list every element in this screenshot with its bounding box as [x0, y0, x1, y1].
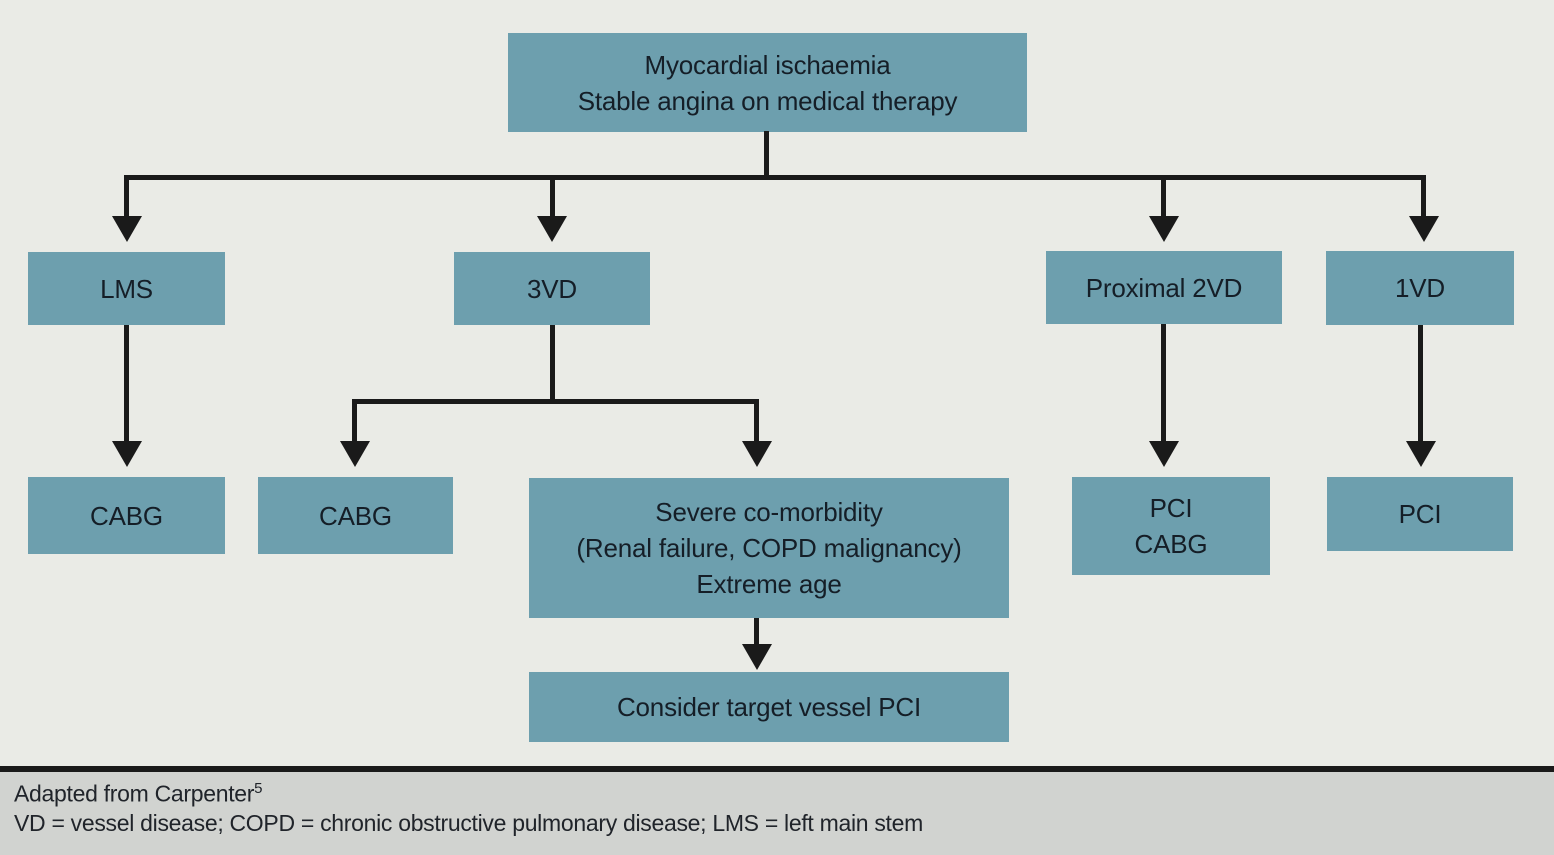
node-text-line: (Renal failure, COPD malignancy) — [576, 533, 962, 563]
connector-main-horizontal — [124, 175, 1426, 180]
node-lms: LMS — [28, 252, 225, 325]
arrowhead-to-proximal-2vd — [1149, 216, 1179, 242]
node-myocardial-ischaemia: Myocardial ischaemia Stable angina on me… — [508, 33, 1027, 132]
connector-prox2vd-to-pci-cabg — [1161, 324, 1166, 443]
footer-source-text: Adapted from Carpenter — [14, 780, 255, 807]
node-text-line: LMS — [100, 273, 153, 304]
connector-drop-3vd — [550, 179, 555, 217]
node-3vd: 3VD — [454, 252, 650, 325]
node-text-line: 1VD — [1395, 273, 1445, 303]
node-cabg-from-lms: CABG — [28, 477, 225, 554]
arrowhead-to-consider — [742, 644, 772, 670]
footer-divider-rule — [0, 766, 1554, 772]
node-text-line: Consider target vessel PCI — [616, 692, 922, 722]
connector-drop-1vd — [1421, 175, 1426, 217]
footer-source-line: Adapted from Carpenter5 — [14, 780, 263, 808]
node-text-line: Stable angina on medical therapy — [577, 85, 958, 116]
node-text-line: CABG — [1134, 529, 1208, 559]
node-text-line: Myocardial ischaemia — [644, 49, 891, 80]
node-proximal-2vd: Proximal 2VD — [1046, 251, 1282, 324]
node-cabg-from-3vd: CABG — [258, 477, 453, 554]
connector-root-stem — [764, 131, 769, 178]
node-text-line: PCI — [1149, 493, 1193, 523]
connector-severe-to-consider — [754, 618, 759, 646]
node-text-line: Severe co-morbidity — [655, 497, 883, 527]
arrowhead-to-cabg-3vd — [340, 441, 370, 467]
node-1vd: 1VD — [1326, 251, 1514, 325]
node-text-line: Extreme age — [696, 569, 842, 599]
arrowhead-to-3vd — [537, 216, 567, 242]
node-text-line: CABG — [319, 500, 392, 531]
arrowhead-to-lms — [112, 216, 142, 242]
footer-source-reference-number: 5 — [254, 780, 263, 797]
connector-drop-lms — [124, 179, 129, 217]
connector-3vd-horizontal — [352, 399, 759, 404]
arrowhead-to-pci-cabg — [1149, 441, 1179, 467]
connector-drop-proximal-2vd — [1161, 179, 1166, 217]
node-pci-cabg: PCI CABG — [1072, 477, 1270, 575]
connector-3vd-stem — [550, 325, 555, 403]
connector-drop-severe — [754, 403, 759, 443]
node-pci: PCI — [1327, 477, 1513, 551]
node-severe-comorbidity: Severe co-morbidity (Renal failure, COPD… — [529, 478, 1009, 618]
arrowhead-to-pci — [1406, 441, 1436, 467]
arrowhead-to-1vd — [1409, 216, 1439, 242]
connector-lms-to-cabg — [124, 325, 129, 443]
node-consider-target-vessel-pci: Consider target vessel PCI — [529, 672, 1009, 742]
footer-caption-area: Adapted from Carpenter5 VD = vessel dise… — [0, 772, 1554, 855]
node-text-line: CABG — [90, 500, 163, 531]
footer-abbreviations-line: VD = vessel disease; COPD = chronic obst… — [14, 810, 923, 836]
arrowhead-to-severe — [742, 441, 772, 467]
node-text-line: PCI — [1398, 499, 1442, 529]
node-text-line: 3VD — [527, 273, 577, 304]
connector-drop-cabg-3vd — [352, 403, 357, 443]
connector-1vd-to-pci — [1418, 325, 1423, 443]
arrowhead-to-cabg-lms — [112, 441, 142, 467]
node-text-line: Proximal 2VD — [1085, 272, 1243, 303]
